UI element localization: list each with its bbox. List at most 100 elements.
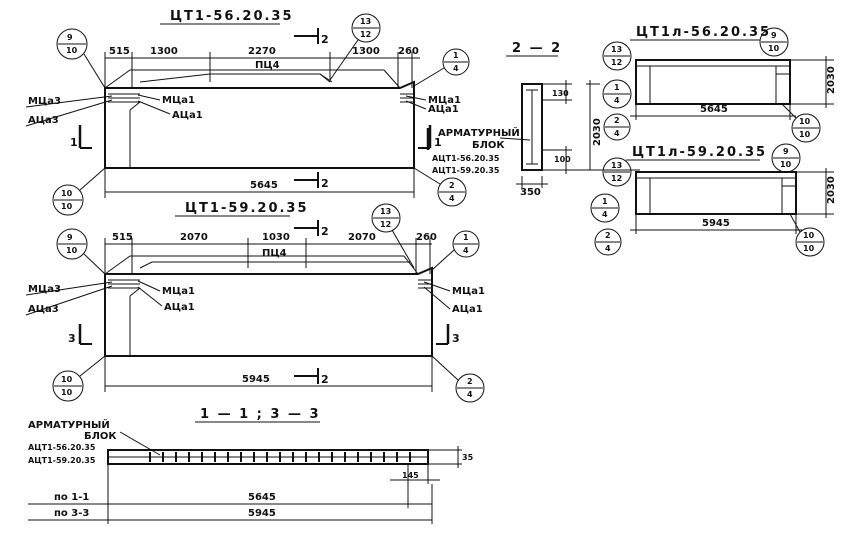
circle-9-10-top: 9 — [67, 33, 73, 42]
circle-10-10c-top: 10 — [799, 117, 811, 126]
title-ct1l-59: ЦТ1л-59.20.35 — [632, 145, 767, 160]
beam-ct1-59: ЦТ1-59.20.35 2 515 2070 1030 2070 260 ПЦ… — [25, 201, 485, 403]
circle-1-4c-top: 1 — [614, 83, 620, 92]
label-po33: по 3-3 — [54, 508, 89, 519]
circle-13-12-bot: 12 — [360, 30, 371, 39]
circle-13-12b-bot: 12 — [380, 220, 391, 229]
section-marker-3: 3 — [68, 332, 77, 345]
circle-9-10b-top: 9 — [67, 233, 73, 242]
dim-2070b: 2070 — [348, 232, 376, 243]
circle-2-4b-bot: 4 — [467, 390, 473, 399]
label-aca1b: АЦа1 — [164, 302, 195, 313]
circle-13-12d-top: 13 — [611, 161, 622, 170]
circle-10-10-bot: 10 — [61, 202, 73, 211]
circle-9-10-bot: 10 — [66, 46, 78, 55]
section-2-2: 2 — 2 130 100 350 2030 АРМАТУРНЫЙ БЛОК А… — [426, 41, 640, 198]
dim-130: 130 — [552, 89, 569, 98]
dim-260: 260 — [398, 46, 419, 57]
dim-145: 145 — [402, 471, 419, 480]
circle-13-12-top: 13 — [360, 17, 371, 26]
section-marker-3r: 3 — [452, 332, 461, 345]
dim-260b: 260 — [416, 232, 437, 243]
label-aca1-r: АЦа1 — [428, 104, 459, 115]
label-mca3: МЦа3 — [28, 96, 61, 107]
dim-5945: 5945 — [242, 374, 270, 385]
label-act59: АЦТ1-59.20.35 — [28, 456, 96, 465]
dim-5645-top: 5645 — [250, 180, 278, 191]
dim-1300b: 1300 — [352, 46, 380, 57]
circle-10-10d-top: 10 — [803, 231, 815, 240]
circle-10-10-top: 10 — [61, 189, 73, 198]
dim-5945-sec: 5945 — [248, 508, 276, 519]
label-arm-block: АРМАТУРНЫЙ — [28, 418, 110, 431]
section-1-3: 1 — 1 ; 3 — 3 АРМАТУРНЫЙ БЛОК АЦТ1-56.20… — [28, 407, 474, 524]
circle-1-4-bot: 4 — [453, 64, 459, 73]
circle-1-4-top: 1 — [453, 51, 459, 60]
beam-ct1l-59: ЦТ1л-59.20.35 2030 5945 13 12 1 4 2 4 9 … — [590, 143, 837, 257]
label-arm-block-22: АРМАТУРНЫЙ — [438, 126, 520, 139]
dim-100: 100 — [554, 155, 571, 164]
dim-1300: 1300 — [150, 46, 178, 57]
label-mca3b: МЦа3 — [28, 284, 61, 295]
section-marker-2c: 2 — [321, 225, 330, 238]
circle-13-12c-bot: 12 — [611, 58, 622, 67]
dim-2030-l59: 2030 — [826, 176, 837, 204]
circle-1-4c-bot: 4 — [614, 96, 620, 105]
circle-2-4c-bot: 4 — [614, 129, 620, 138]
label-act56: АЦТ1-56.20.35 — [28, 443, 96, 452]
rebar-ribs — [149, 452, 411, 462]
label-pc4b: ПЦ4 — [262, 248, 287, 259]
label-act59-22: АЦТ1-59.20.35 — [432, 166, 500, 175]
label-arm-block2: БЛОК — [84, 431, 117, 442]
title-ct1-59: ЦТ1-59.20.35 — [185, 201, 309, 216]
circle-9-10c-top: 9 — [771, 31, 777, 40]
circle-9-10b-bot: 10 — [66, 246, 78, 255]
label-mca1-r2: МЦа1 — [452, 286, 485, 297]
dim-5645-l: 5645 — [700, 104, 728, 115]
circle-10-10d-bot: 10 — [803, 244, 815, 253]
circle-1-4d-bot: 4 — [602, 210, 608, 219]
section-marker-2d: 2 — [321, 373, 330, 386]
circle-2-4d-top: 2 — [605, 231, 611, 240]
circle-10-10b-bot: 10 — [61, 388, 73, 397]
label-aca1: АЦа1 — [172, 110, 203, 121]
dim-515: 515 — [109, 46, 130, 57]
section-marker-1r: 1 — [434, 136, 443, 149]
label-aca1-r2: АЦа1 — [452, 304, 483, 315]
beam-ct1-56: ЦТ1-56.20.35 2 515 1300 2270 1300 260 ПЦ… — [25, 9, 470, 216]
label-mca1: МЦа1 — [162, 95, 195, 106]
title-ct1l-56: ЦТ1л-56.20.35 — [636, 25, 771, 40]
circle-2-4-top: 2 — [449, 181, 455, 190]
section-marker-2b: 2 — [321, 177, 330, 190]
dim-2030-s22: 2030 — [592, 118, 603, 146]
dim-35: 35 — [462, 453, 474, 462]
dim-515b: 515 — [112, 232, 133, 243]
title-section-1-3: 1 — 1 ; 3 — 3 — [200, 407, 321, 422]
circle-2-4b-top: 2 — [467, 377, 473, 386]
dim-5645-sec: 5645 — [248, 492, 276, 503]
circle-9-10c-bot: 10 — [768, 44, 780, 53]
label-mca1b: МЦа1 — [162, 286, 195, 297]
circle-2-4d-bot: 4 — [605, 244, 611, 253]
dim-2070: 2070 — [180, 232, 208, 243]
label-mca1-r: МЦа1 — [428, 95, 461, 106]
circle-13-12b-top: 13 — [380, 207, 391, 216]
dim-2030-l56: 2030 — [826, 66, 837, 94]
label-po11: по 1-1 — [54, 492, 89, 503]
section-marker-2: 2 — [321, 33, 330, 46]
dim-350: 350 — [520, 187, 541, 198]
beam-ct1l-56: ЦТ1л-56.20.35 2030 5645 13 12 1 4 2 4 9 … — [602, 25, 837, 143]
dim-5945-l: 5945 — [702, 218, 730, 229]
circle-1-4b-top: 1 — [463, 233, 469, 242]
title-ct1-56: ЦТ1-56.20.35 — [170, 9, 294, 24]
section-marker-1: 1 — [70, 136, 79, 149]
dim-1030: 1030 — [262, 232, 290, 243]
circle-9-10d-top: 9 — [783, 147, 789, 156]
circle-1-4d-top: 1 — [602, 197, 608, 206]
circle-1-4b-bot: 4 — [463, 246, 469, 255]
circle-2-4c-top: 2 — [614, 116, 620, 125]
label-act56-22: АЦТ1-56.20.35 — [432, 154, 500, 163]
circle-9-10d-bot: 10 — [780, 160, 792, 169]
label-arm-block2-22: БЛОК — [472, 140, 505, 151]
